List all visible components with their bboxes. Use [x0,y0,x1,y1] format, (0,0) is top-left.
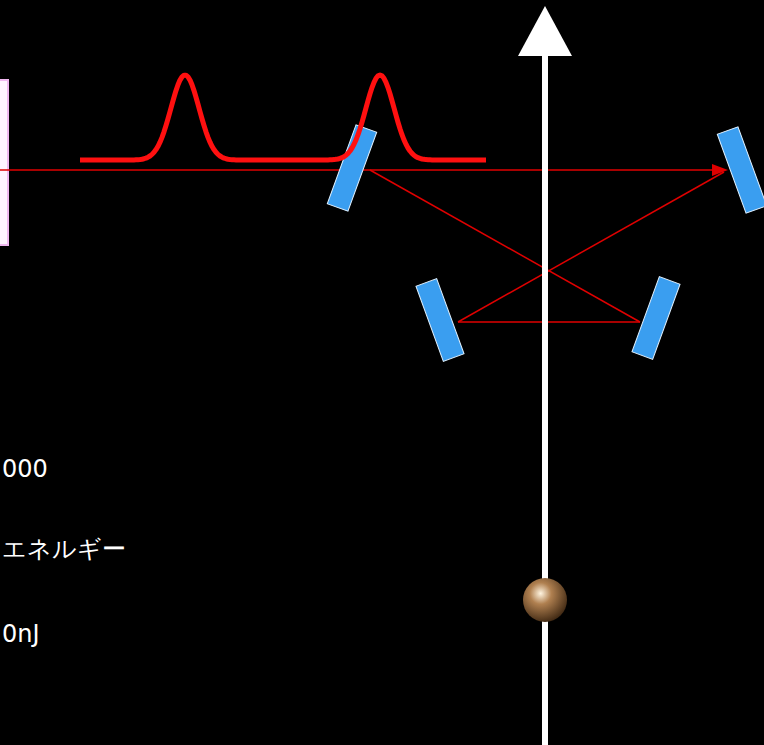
cavity-mirror [717,127,764,213]
electron-path [542,50,548,745]
cavity-mirror [327,125,376,211]
pink-panel [0,80,8,245]
electron-arrowhead [518,6,572,56]
text-label: 0nJ [2,620,40,649]
electron-bunch [523,578,567,622]
laser-beam [458,172,724,322]
laser-beam [458,321,640,323]
mirrors [327,125,764,362]
laser-beam [370,170,640,322]
laser-pulse [80,75,486,160]
text-label: エネルギー [2,535,126,564]
text-label: 000 [2,455,48,484]
cavity-mirror [632,277,680,360]
cavity-mirror [416,279,464,362]
